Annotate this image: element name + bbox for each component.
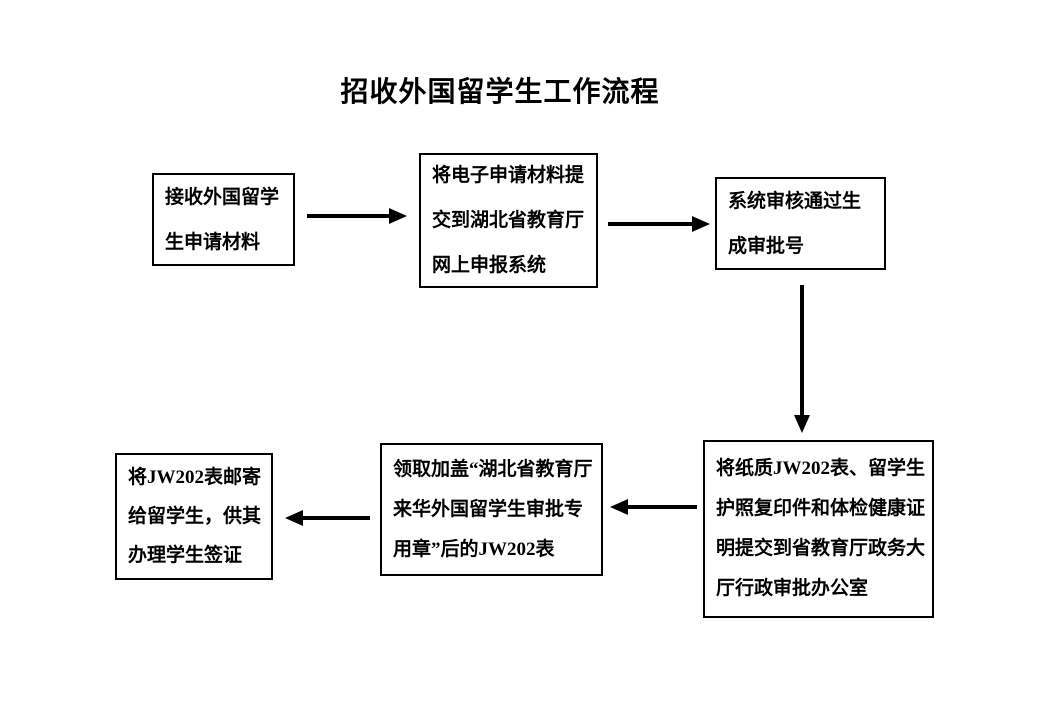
step-text-line: 系统审核通过生 — [728, 190, 862, 212]
step-text-line: 接收外国留学 — [165, 186, 280, 208]
step-text-line: 将电子申请材料提 — [432, 165, 585, 186]
step-text-line: 网上申报系统 — [432, 255, 547, 276]
step-text-line: 给留学生，供其 — [128, 506, 262, 527]
step-text-line: 来华外国留学生审批专 — [393, 498, 584, 520]
arrow-head-icon — [285, 510, 303, 526]
arrow-left-icon — [285, 510, 370, 526]
flow-step-system-approval-number: 系统审核通过生 成审批号 — [715, 177, 886, 270]
step-text-line: 交到湖北省教育厅 — [432, 210, 585, 231]
arrow-right-icon — [307, 208, 407, 224]
arrow-shaft — [307, 214, 391, 218]
arrow-shaft — [626, 505, 697, 509]
step-text-line: 护照复印件和体检健康证 — [716, 498, 926, 519]
arrow-shaft — [800, 285, 804, 417]
arrow-head-icon — [692, 216, 710, 232]
arrow-head-icon — [610, 499, 628, 515]
step-text-line: 办理学生签证 — [128, 545, 243, 566]
step-text-line: 成审批号 — [728, 235, 805, 257]
arrow-down-icon — [794, 285, 810, 433]
arrow-head-icon — [389, 208, 407, 224]
step-text-line: 厅行政审批办公室 — [716, 578, 869, 599]
step-text-line: 明提交到省教育厅政务大 — [716, 538, 926, 559]
arrow-left-icon — [610, 499, 697, 515]
flow-step-submit-online-system: 将电子申请材料提 交到湖北省教育厅 网上申报系统 — [419, 153, 598, 288]
step-text-line: 将纸质JW202表、留学生 — [716, 458, 926, 479]
arrow-right-icon — [608, 216, 710, 232]
page-title: 招收外国留学生工作流程 — [340, 77, 660, 108]
arrow-shaft — [301, 516, 370, 520]
step-text-line: 将JW202表邮寄 — [128, 467, 262, 488]
flow-step-receive-application-materials: 接收外国留学 生申请材料 — [152, 173, 295, 266]
flow-step-collect-stamped-jw202: 领取加盖“湖北省教育厅 来华外国留学生审批专 用章”后的JW202表 — [380, 443, 603, 576]
step-text-line: 领取加盖“湖北省教育厅 — [393, 458, 593, 480]
flow-step-mail-jw202-to-student: 将JW202表邮寄 给留学生，供其 办理学生签证 — [115, 453, 273, 580]
step-text-line: 用章”后的JW202表 — [393, 538, 555, 560]
arrow-head-icon — [794, 415, 810, 433]
step-text-line: 生申请材料 — [165, 231, 261, 253]
arrow-shaft — [608, 222, 694, 226]
flow-step-submit-paper-documents: 将纸质JW202表、留学生 护照复印件和体检健康证 明提交到省教育厅政务大 厅行… — [703, 440, 934, 618]
